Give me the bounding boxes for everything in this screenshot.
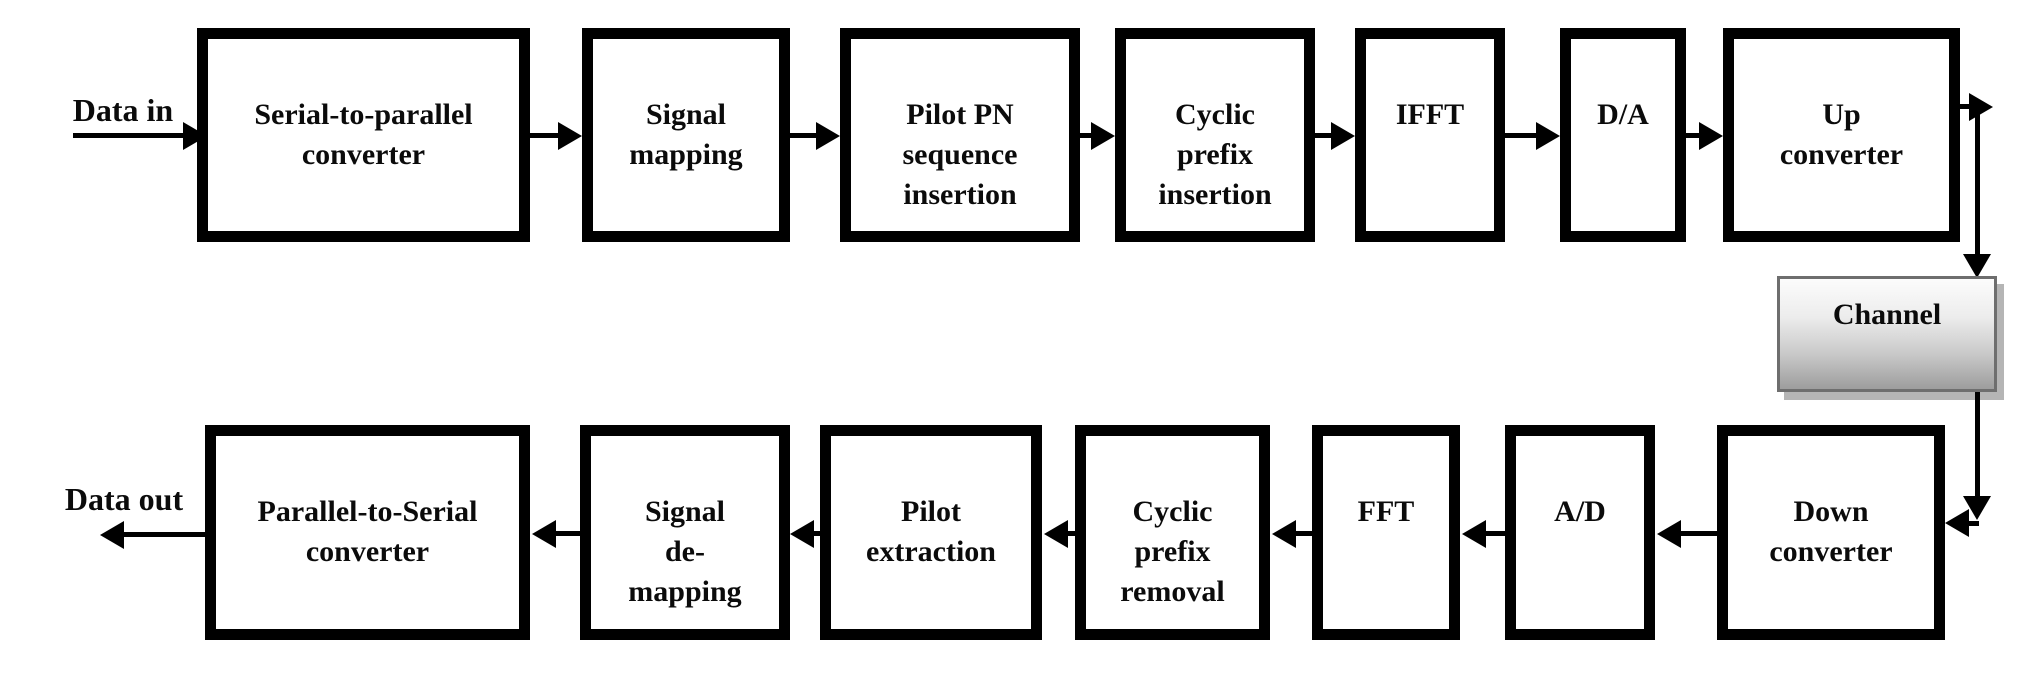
data-out-arrow-head-icon: [100, 521, 124, 549]
data-in-arrow-shaft: [73, 133, 183, 138]
block-label: FFT: [1357, 495, 1415, 528]
arrow-cyclic-to-pilot-head-icon: [1044, 520, 1068, 548]
arrow-ad-to-fft-head-icon: [1462, 520, 1486, 548]
block-signal-de-mapping: Signal de- mapping: [580, 425, 790, 640]
arrow-serial-to-signal-shaft: [530, 133, 558, 138]
block-signal-mapping: Signal mapping: [582, 28, 790, 242]
line-channel-to-down-converter: [1975, 392, 1980, 497]
arrow-da-to-up-head-icon: [1699, 122, 1723, 150]
arrow-into-channel-head-icon: [1963, 254, 1991, 278]
block-label: IFFT: [1395, 98, 1465, 131]
arrow-ifft-to-da-head-icon: [1536, 122, 1560, 150]
data-out-label: Data out: [64, 481, 184, 517]
block-label: Parallel-to-Serial converter: [257, 495, 478, 568]
block-label: Signal de- mapping: [628, 495, 742, 608]
block-a-d: A/D: [1505, 425, 1655, 640]
arrow-cyclic-to-ifft-shaft: [1315, 133, 1331, 138]
line-up-to-channel: [1975, 107, 1980, 256]
arrow-cyclic-to-ifft-head-icon: [1331, 122, 1355, 150]
block-cyclic-prefix-removal: Cyclic prefix removal: [1075, 425, 1270, 640]
block-label: Up converter: [1779, 98, 1904, 171]
block-fft: FFT: [1312, 425, 1460, 640]
block-label: A/D: [1554, 495, 1606, 528]
data-out-arrow-shaft: [122, 532, 205, 537]
block-pilot-extraction: Pilot extraction: [820, 425, 1042, 640]
block-label: Pilot PN sequence insertion: [902, 98, 1018, 211]
arrow-demap-to-p2s-head-icon: [532, 520, 556, 548]
block-label: Cyclic prefix insertion: [1158, 98, 1272, 211]
arrow-ad-to-fft-shaft: [1484, 531, 1505, 536]
block-label: Down converter: [1769, 495, 1893, 568]
arrow-signal-to-pilot-head-icon: [816, 122, 840, 150]
arrow-cyclic-to-pilot-shaft: [1066, 531, 1075, 536]
arrow-pilot-to-cyclic-shaft: [1080, 133, 1091, 138]
block-label: Pilot extraction: [866, 495, 996, 568]
block-cyclic-prefix-insertion: Cyclic prefix insertion: [1115, 28, 1315, 242]
block-ifft: IFFT: [1355, 28, 1505, 242]
block-label: Cyclic prefix removal: [1120, 495, 1225, 608]
arrow-up-exit-head-icon: [1969, 93, 1993, 121]
arrow-pilot-to-demap-shaft: [812, 531, 820, 536]
block-channel: Channel: [1777, 276, 1997, 392]
arrow-fft-to-cyclic-shaft: [1294, 531, 1312, 536]
data-in-label: Data in: [72, 92, 174, 128]
arrow-signal-to-pilot-shaft: [790, 133, 816, 138]
arrow-pilot-to-cyclic-head-icon: [1091, 122, 1115, 150]
arrow-demap-to-p2s-shaft: [554, 531, 580, 536]
block-label: Signal mapping: [629, 98, 743, 171]
arrow-down-to-ad-head-icon: [1657, 520, 1681, 548]
arrow-fft-to-cyclic-head-icon: [1272, 520, 1296, 548]
arrow-into-down-converter-shaft: [1960, 521, 1979, 526]
arrow-into-down-converter-head-icon: [1945, 509, 1969, 537]
block-label: Serial-to-parallel converter: [254, 98, 473, 171]
arrow-down-to-ad-shaft: [1679, 531, 1717, 536]
block-down-converter: Down converter: [1717, 425, 1945, 640]
arrow-ifft-to-da-shaft: [1505, 133, 1536, 138]
block-label: D/A: [1597, 98, 1649, 131]
block-serial-to-parallel-converter: Serial-to-parallel converter: [197, 28, 530, 242]
arrow-serial-to-signal-head-icon: [558, 122, 582, 150]
block-up-converter: Up converter: [1723, 28, 1960, 242]
block-d-a: D/A: [1560, 28, 1686, 242]
block-pilot-pn-sequence-insertion: Pilot PN sequence insertion: [840, 28, 1080, 242]
arrow-pilot-to-demap-head-icon: [790, 520, 814, 548]
arrow-da-to-up-shaft: [1686, 133, 1699, 138]
block-parallel-to-serial-converter: Parallel-to-Serial converter: [205, 425, 530, 640]
block-label: Channel: [1832, 298, 1942, 331]
